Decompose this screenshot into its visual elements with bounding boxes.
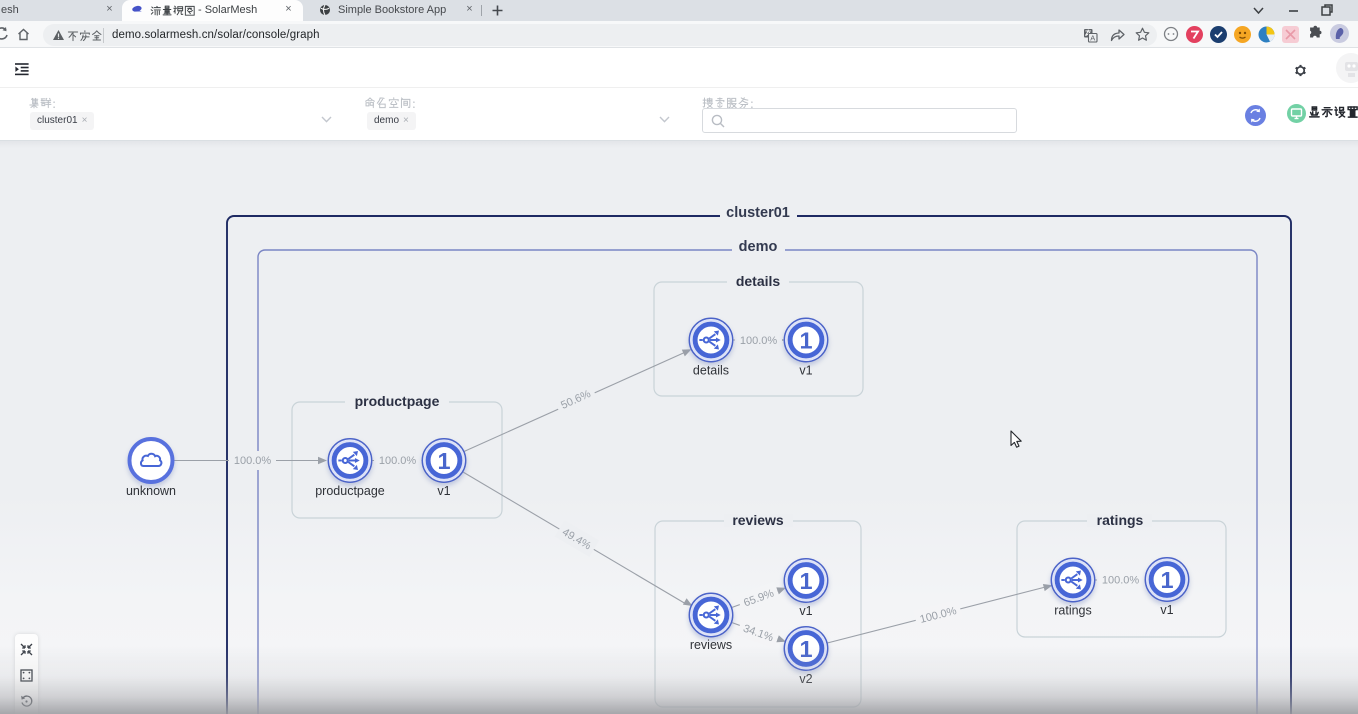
- svg-text:ratings: ratings: [1054, 604, 1092, 618]
- svg-text:100.0%: 100.0%: [379, 455, 417, 467]
- svg-text:100.0%: 100.0%: [234, 455, 272, 467]
- svg-text:v1: v1: [799, 604, 812, 618]
- svg-text:details: details: [693, 364, 729, 378]
- svg-text:details: details: [736, 273, 781, 289]
- svg-text:productpage: productpage: [355, 393, 440, 409]
- svg-text:unknown: unknown: [126, 484, 176, 498]
- svg-text:v1: v1: [437, 484, 450, 498]
- svg-text:A: A: [1090, 33, 1095, 42]
- svg-text:cluster01: cluster01: [726, 205, 790, 221]
- svg-text:productpage: productpage: [315, 484, 385, 498]
- svg-text:100.0%: 100.0%: [1102, 575, 1140, 587]
- svg-text:v1: v1: [1160, 603, 1173, 617]
- svg-text:demo: demo: [739, 239, 778, 255]
- svg-text:reviews: reviews: [732, 512, 784, 528]
- svg-text:ratings: ratings: [1097, 512, 1144, 528]
- svg-text:v1: v1: [799, 364, 812, 378]
- svg-text:100.0%: 100.0%: [740, 335, 778, 347]
